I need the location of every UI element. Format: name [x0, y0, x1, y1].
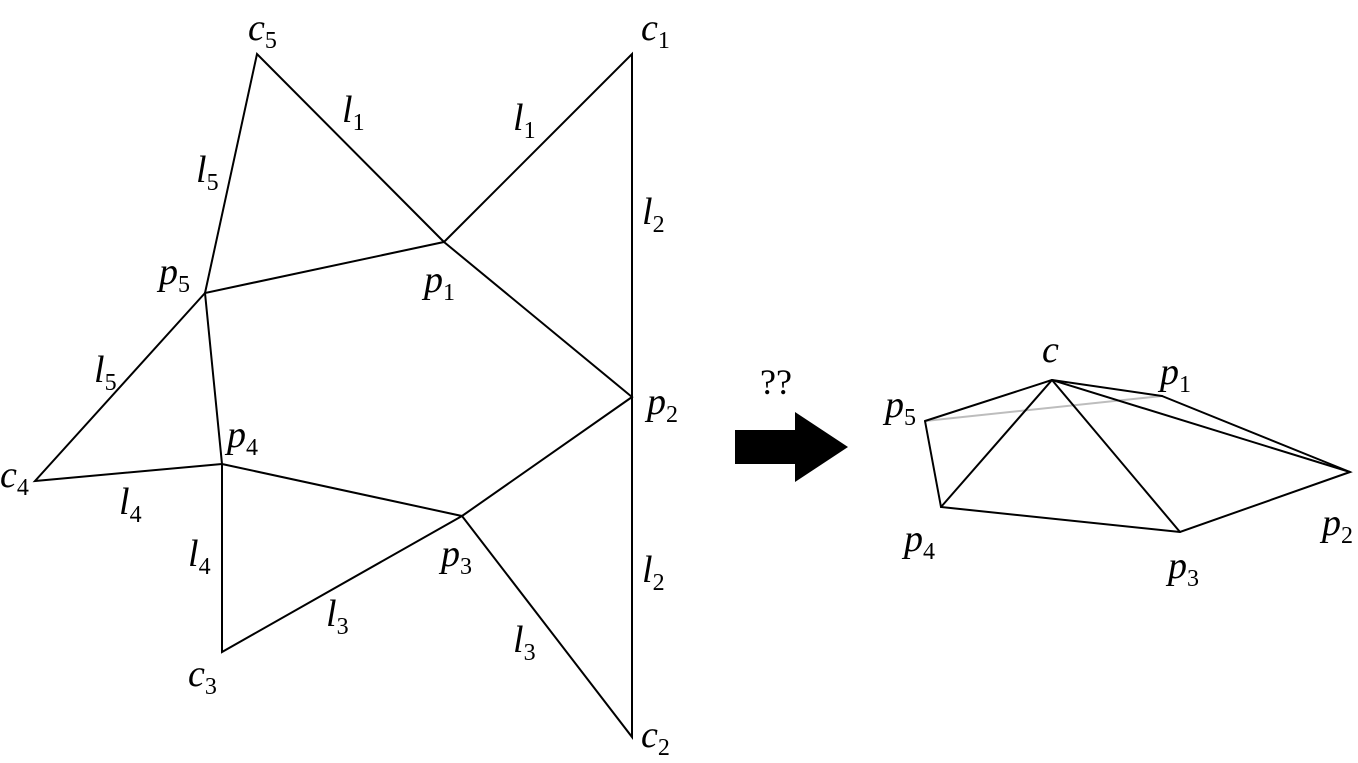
- flap-c4: [32, 292, 223, 483]
- vertex-label-c1: c1: [641, 7, 670, 54]
- edge-label-l3-right: l3: [513, 619, 536, 666]
- pyramid-label-p3: p3: [1165, 545, 1199, 592]
- flap-c1: [443, 51, 633, 398]
- edge-label-l4-bottom: l4: [119, 481, 142, 528]
- pyramid-label-p5: p5: [882, 384, 916, 431]
- vertex-label-p4: p4: [224, 414, 258, 461]
- edge-label-l3-left: l3: [326, 593, 349, 640]
- vertex-label-p5: p5: [156, 251, 190, 298]
- lateral-edge-c-p2: [1051, 379, 1351, 473]
- apex-label-c: c: [1042, 329, 1059, 371]
- edge-label-l5-top: l5: [196, 149, 219, 196]
- vertex-label-c5: c5: [248, 7, 277, 54]
- pyramid-label-p1: p1: [1157, 351, 1191, 398]
- flap-c3: [221, 463, 463, 654]
- vertex-label-p3: p3: [438, 533, 472, 580]
- lateral-edge-c-p3: [1051, 379, 1181, 533]
- lateral-edge-c-p1: [1051, 379, 1163, 397]
- inner-pentagon: [203, 240, 634, 518]
- lateral-edge-c-p4: [940, 379, 1053, 508]
- base-outline: [924, 395, 1353, 534]
- edge-label-l2-bottom: l2: [642, 549, 665, 596]
- pyramid-label-p2: p2: [1319, 502, 1353, 549]
- vertex-label-c2: c2: [641, 714, 670, 761]
- lateral-edge-c-p5: [924, 379, 1053, 422]
- pyramid-label-p4: p4: [901, 518, 935, 565]
- edge-label-l1-right: l1: [513, 97, 536, 144]
- edge-label-l1-left: l1: [342, 89, 365, 136]
- unfolded-net: c5 c1 c2 c3 c4 p1 p2 p3 p4 p5 l1 l1 l2 l…: [0, 7, 678, 761]
- edge-label-l4-side: l4: [188, 533, 211, 580]
- arrow-question-label: ??: [760, 362, 792, 402]
- hidden-edge-p5-p1: [924, 395, 1163, 422]
- arrow-right-icon: [735, 412, 848, 482]
- vertex-label-p1: p1: [421, 259, 455, 306]
- flap-c5: [204, 51, 445, 294]
- folded-pyramid: c p1 p2 p3 p4 p5: [882, 329, 1353, 592]
- vertex-label-c4: c4: [0, 454, 29, 501]
- edge-label-l2-top: l2: [642, 191, 665, 238]
- vertex-label-c3: c3: [188, 653, 217, 700]
- fold-arrow: ??: [735, 362, 848, 482]
- vertex-label-p2: p2: [644, 381, 678, 428]
- flap-c2: [461, 396, 633, 740]
- edge-label-l5-side: l5: [94, 349, 117, 396]
